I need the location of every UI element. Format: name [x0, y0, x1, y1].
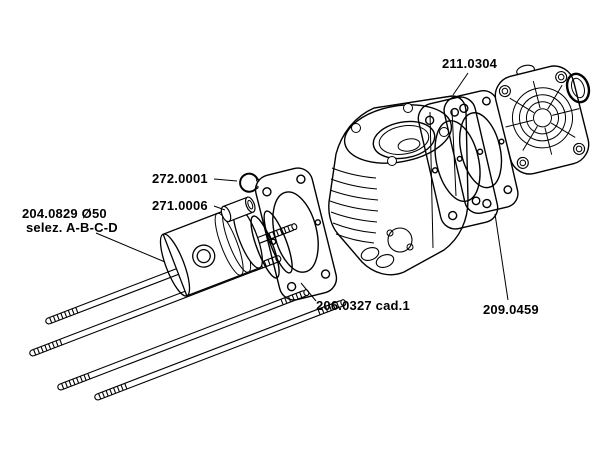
label-204-0829-line2: selez. A-B-C-D	[26, 220, 118, 235]
leader-271-0006	[213, 205, 226, 211]
label-271-0006: 271.0006	[152, 198, 208, 213]
label-272-0001: 272.0001	[152, 171, 208, 186]
piston	[159, 205, 263, 297]
leader-211-0304	[452, 72, 469, 96]
cylinder-drawing	[328, 95, 469, 276]
leader-204-0829	[95, 232, 166, 263]
leader-209-0459	[494, 213, 509, 301]
o-ring-drawing	[565, 72, 591, 104]
leader-lines	[95, 72, 509, 302]
label-204-0829-line1: 204.0829 Ø50	[22, 206, 107, 221]
leader-272-0001	[213, 178, 238, 182]
label-209-0459: 209.0459	[483, 302, 539, 317]
base-gasket-drawing	[251, 164, 341, 304]
label-211-0304: 211.0304	[442, 56, 498, 71]
cylinder-head-drawing	[494, 64, 590, 175]
piston-pin-drawing	[220, 196, 256, 223]
leader-206-0327	[300, 282, 317, 302]
label-206-0327: 206.0327 cad.1	[316, 298, 410, 313]
